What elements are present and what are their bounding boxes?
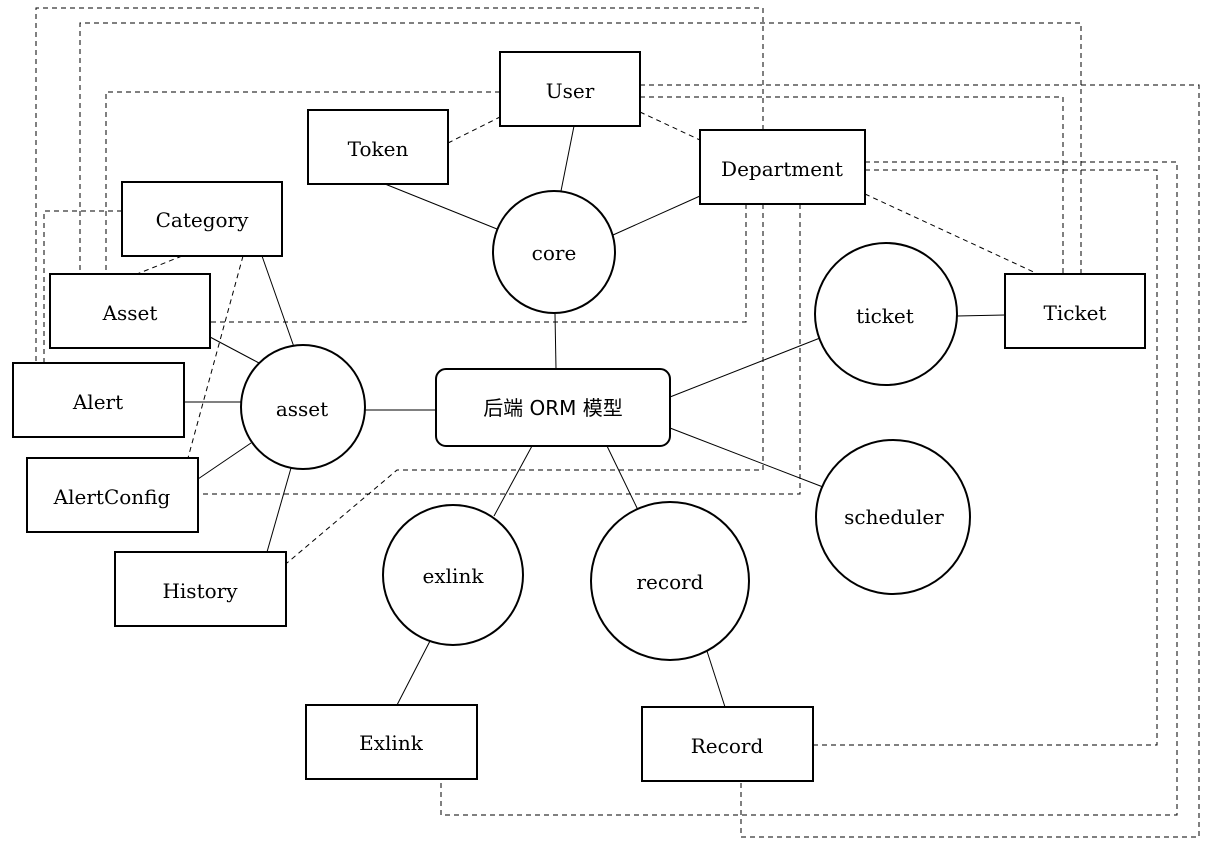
- model-user-label: User: [546, 79, 595, 103]
- module-record[interactable]: record: [590, 501, 750, 661]
- dashed-edge-department-ticket: [864, 193, 1039, 275]
- center-node-label: 后端 ORM 模型: [483, 396, 623, 420]
- dashed-edge-user-record: [640, 84, 1200, 838]
- model-category[interactable]: Category: [121, 181, 283, 257]
- solid-edge-ticket-ticket: [956, 314, 1006, 317]
- dashed-edge-user-department: [639, 111, 701, 141]
- model-category-label: Category: [156, 208, 250, 232]
- solid-edge-asset-history: [266, 467, 292, 553]
- dashed-edge-department-alertconfig: [198, 204, 801, 495]
- model-token-label: Token: [348, 137, 409, 161]
- model-history-label: History: [162, 579, 238, 603]
- model-user[interactable]: User: [499, 51, 641, 127]
- solid-relations: [184, 125, 1006, 708]
- module-exlink-label: exlink: [423, 564, 485, 588]
- dashed-edge-user-asset: [105, 91, 500, 274]
- model-alert-label: Alert: [72, 390, 123, 414]
- solid-edge-record-record: [705, 647, 726, 708]
- solid-edge-exlink-exlink: [396, 640, 431, 706]
- dashed-edge-category-alertconfig: [187, 255, 244, 459]
- module-scheduler-label: scheduler: [844, 505, 944, 529]
- dashed-edge-department-exlink: [440, 161, 1178, 816]
- module-ticket[interactable]: ticket: [814, 242, 958, 386]
- center-node[interactable]: 后端 ORM 模型: [435, 368, 671, 447]
- model-record[interactable]: Record: [641, 706, 814, 782]
- dashed-relations: [35, 7, 1200, 838]
- model-department[interactable]: Department: [699, 129, 866, 205]
- module-asset[interactable]: asset: [240, 344, 366, 470]
- dashed-edge-department-alert: [35, 7, 764, 363]
- solid-edge-core-department: [612, 195, 701, 236]
- model-record-label: Record: [691, 734, 764, 758]
- solid-edge-core-user: [560, 125, 575, 192]
- solid-edge-center-exlink: [493, 445, 533, 517]
- module-core-label: core: [532, 241, 577, 265]
- module-record-label: record: [636, 570, 703, 594]
- solid-edge-asset-category: [261, 255, 295, 348]
- solid-edge-core-token: [384, 183, 498, 230]
- model-department-label: Department: [721, 157, 843, 181]
- solid-edge-center-core: [554, 313, 557, 370]
- module-ticket-label: ticket: [856, 304, 914, 328]
- model-exlink-label: Exlink: [359, 731, 424, 755]
- model-history[interactable]: History: [114, 551, 287, 627]
- module-asset-label: asset: [276, 397, 328, 421]
- model-alert[interactable]: Alert: [12, 362, 185, 438]
- model-alertconfig-label: AlertConfig: [53, 485, 171, 509]
- solid-edge-center-record: [606, 445, 639, 511]
- module-scheduler[interactable]: scheduler: [815, 439, 971, 595]
- solid-edge-center-scheduler: [669, 427, 824, 488]
- solid-edge-asset-alertconfig: [197, 442, 252, 480]
- model-alertconfig[interactable]: AlertConfig: [26, 457, 199, 533]
- module-core[interactable]: core: [492, 190, 616, 314]
- dashed-edge-user-ticket: [640, 96, 1064, 274]
- model-exlink[interactable]: Exlink: [305, 704, 478, 780]
- dashed-edge-department-asset: [210, 204, 747, 323]
- dashed-edge-ticket-asset: [79, 22, 1082, 274]
- dashed-edge-token-user: [447, 116, 501, 144]
- dashed-edge-department-record: [814, 169, 1158, 746]
- model-ticket[interactable]: Ticket: [1004, 273, 1146, 349]
- solid-edge-asset-asset: [209, 336, 260, 364]
- model-token[interactable]: Token: [307, 109, 449, 185]
- module-exlink[interactable]: exlink: [382, 504, 524, 646]
- dashed-edge-category-asset: [136, 255, 183, 275]
- model-asset-label: Asset: [102, 301, 158, 325]
- model-ticket-label: Ticket: [1044, 301, 1107, 325]
- model-asset[interactable]: Asset: [49, 273, 211, 349]
- solid-edge-center-ticket: [669, 337, 821, 398]
- dashed-edge-department-history: [286, 204, 764, 564]
